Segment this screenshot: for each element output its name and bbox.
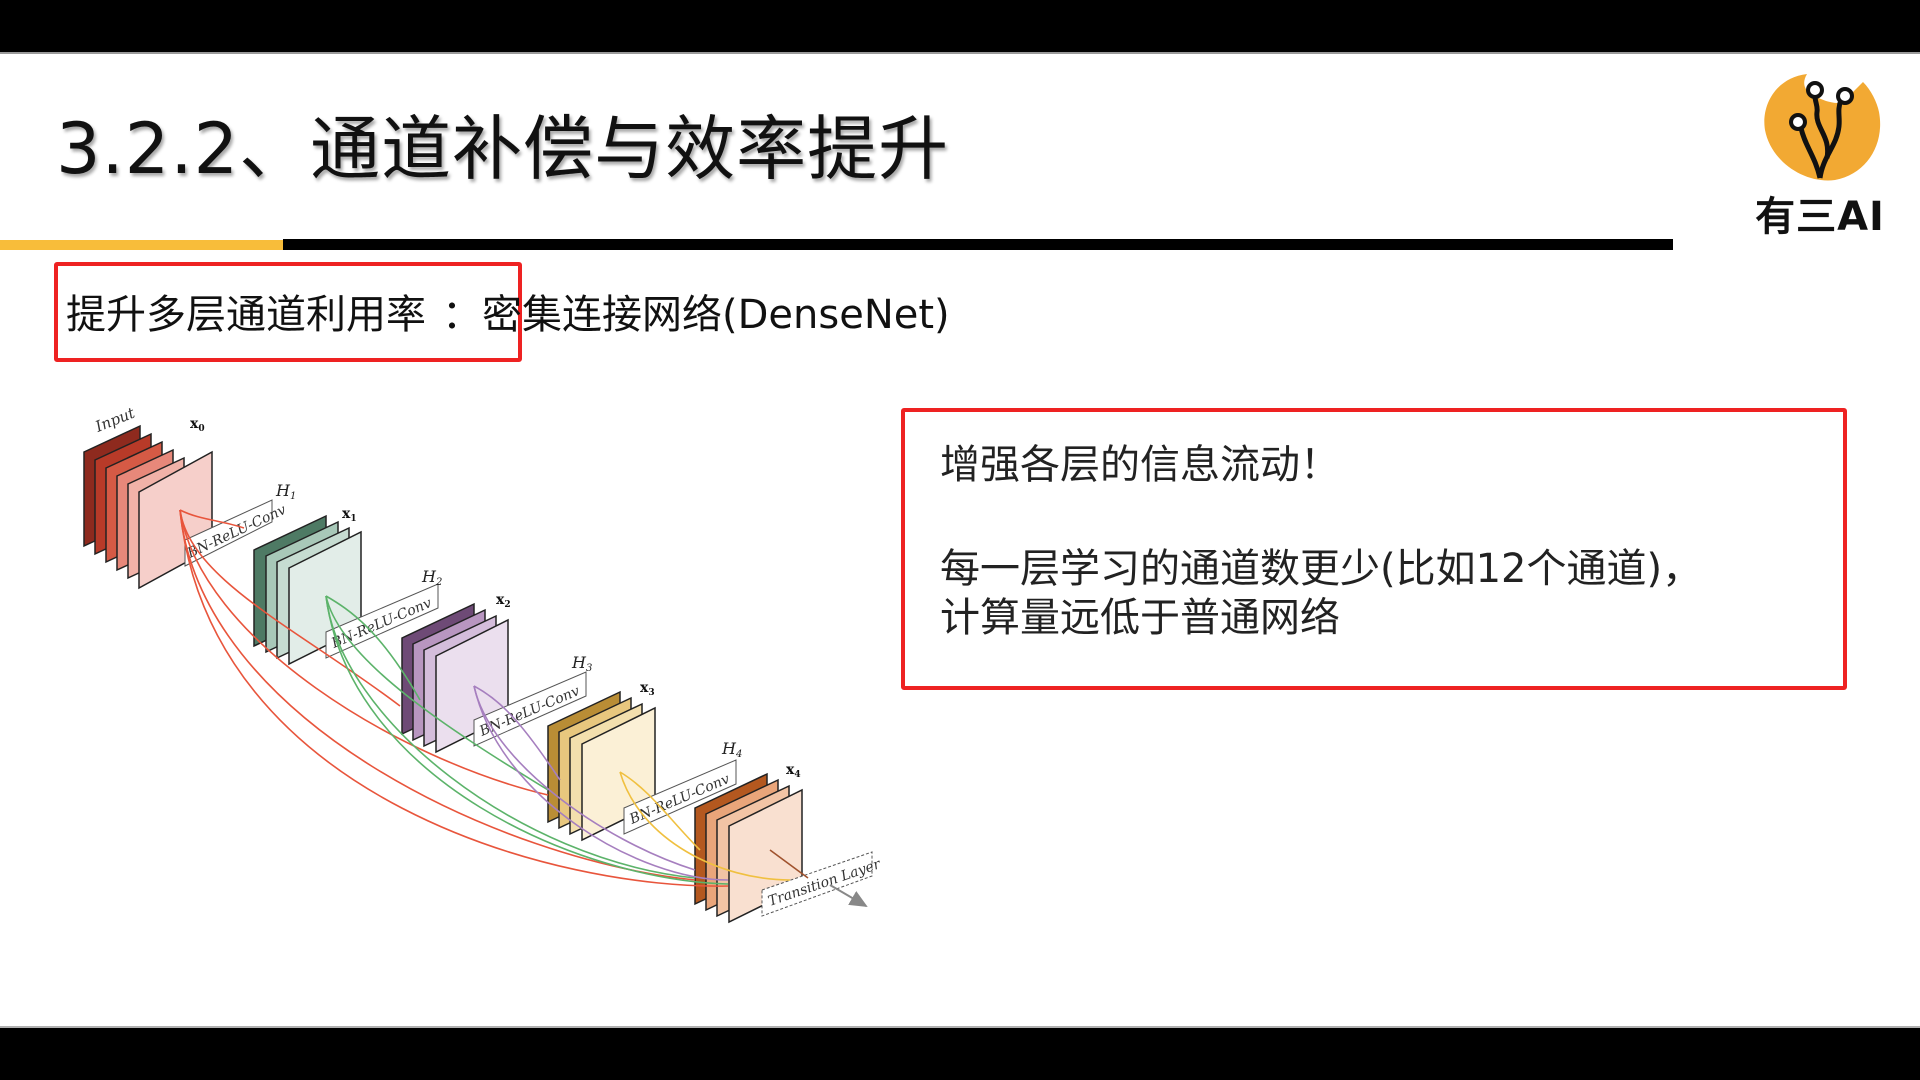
bottom-letterbox-bar <box>0 1026 1920 1080</box>
highlight-box-subtitle <box>54 262 522 362</box>
slide-title: 3.2.2、通道补偿与效率提升 <box>56 108 950 190</box>
subtitle-rest: ：密集连接网络(DenseNet) <box>442 292 950 338</box>
brand-logo-text: 有三AI <box>1755 194 1885 240</box>
brand-logo: 有三AI <box>1745 66 1895 240</box>
info-highlight-box <box>901 408 1847 690</box>
info-line-3: 计算量远低于普通网络 <box>940 595 1340 641</box>
top-letterbox-bar <box>0 0 1920 54</box>
title-rule <box>283 239 1673 250</box>
title-rule-accent <box>0 240 283 250</box>
tree-circuit-logo-icon <box>1764 74 1881 181</box>
subtitle-highlight: 提升多层通道利用率 <box>66 292 426 338</box>
info-line-1: 增强各层的信息流动！ <box>940 442 1340 488</box>
subtitle: 提升多层通道利用率 ：密集连接网络(DenseNet) <box>66 287 950 343</box>
info-line-2: 每一层学习的通道数更少(比如12个通道)， <box>940 546 1703 592</box>
